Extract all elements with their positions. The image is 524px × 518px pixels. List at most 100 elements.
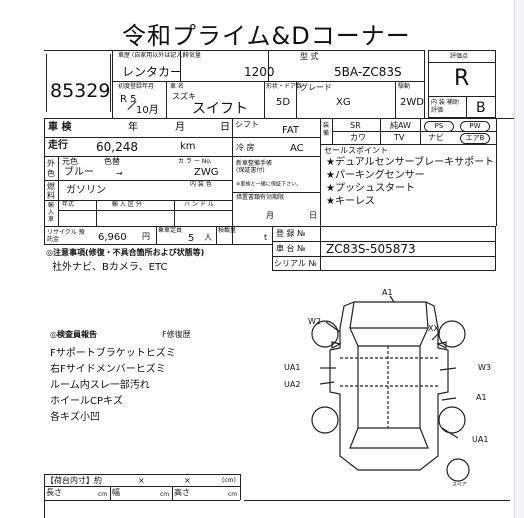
hr <box>58 210 232 211</box>
equip-navi: ナビ <box>428 133 444 142</box>
color-no-label: カ ラ ー No. <box>178 158 212 165</box>
first-reg-label: 初度登録年月 <box>118 83 155 90</box>
door-value: 5D <box>276 97 291 108</box>
sales-point-1: ★デュアルセンサーブレーキサポート <box>326 157 495 168</box>
label-a1-right: A1 <box>476 393 487 402</box>
inspection-label: 車 検 <box>48 122 72 133</box>
inspector-item-1: Fサポートブラケットヒズミ <box>50 348 176 359</box>
equip-aw: 純AW <box>390 121 411 130</box>
score-box <box>428 50 496 118</box>
vr <box>112 50 113 118</box>
score-label: 評価点 <box>450 53 469 60</box>
history-value: レンタカー <box>122 65 183 79</box>
hr <box>232 192 320 193</box>
grade-value: XG <box>336 97 351 108</box>
hr <box>44 226 232 227</box>
recycle-value: 6,960 <box>98 232 127 243</box>
vr <box>420 118 421 144</box>
vr <box>424 50 425 118</box>
inspector-item-5: 各キズ小凹 <box>50 412 100 423</box>
reg-label: 登 録 № <box>276 229 306 238</box>
interior-value: B <box>476 100 486 116</box>
chassis-label: 車 台 № <box>276 244 306 253</box>
car-name-label: 車 名 <box>170 83 184 90</box>
equipment-label: 装備 <box>323 122 330 137</box>
import-type-label: 輸 入 区 分 <box>112 201 142 208</box>
page-title: 令和プライム&Dコーナー <box>122 22 411 50</box>
cargo-unit: (cm) <box>222 477 236 484</box>
vr <box>156 226 157 244</box>
hr <box>44 118 524 119</box>
import-year-label: 年式 <box>62 201 75 208</box>
first-reg-month: 10月 <box>136 105 159 116</box>
capacity-value: 5 <box>188 233 195 244</box>
fuel-label: 燃 料 <box>47 182 55 200</box>
first-reg-era: R 5 <box>120 94 137 105</box>
vr <box>268 50 269 81</box>
equip-kawa: カワ <box>350 133 366 142</box>
equip-ps: PS <box>424 121 454 132</box>
vr <box>320 118 321 226</box>
serial-label: シリアル № <box>274 259 317 268</box>
car-name: スイフト <box>192 101 248 117</box>
hr <box>272 256 496 257</box>
hr <box>332 131 496 132</box>
vr <box>320 226 321 271</box>
wheel-front-right <box>438 320 466 348</box>
vr <box>296 81 297 118</box>
drive-value: 2WD <box>400 97 424 108</box>
vr <box>166 81 167 118</box>
hr <box>244 500 510 501</box>
fuel-value: ガソリン <box>66 185 106 196</box>
color-change-label: 色替 <box>104 157 120 166</box>
vr <box>58 156 59 226</box>
hr <box>428 62 496 63</box>
capacity-unit: 人 <box>204 233 212 242</box>
mileage-label: 走行 <box>48 140 68 151</box>
bracket <box>46 54 47 112</box>
car-damage-diagram: A1 W2 XX UA1 UA2 W3 A1 UA1 スペア <box>284 288 491 488</box>
cargo-width-unit: cm <box>160 491 170 498</box>
ac-label: 冷 房 <box>236 143 255 152</box>
sales-point-2: ★パーキングセンサー <box>326 170 425 181</box>
load-label: 積載量 <box>218 227 237 234</box>
vr <box>264 81 265 118</box>
inspector-item-3: ルーム内スレ一部汚れ <box>50 380 150 391</box>
cargo-x2: × <box>184 476 191 485</box>
label-spare: スペア <box>452 482 467 488</box>
wheel-rear-left <box>311 406 339 434</box>
shift-value: FAT <box>282 125 300 136</box>
vr <box>174 200 175 226</box>
hr <box>428 96 496 97</box>
label-w3: W3 <box>478 363 491 372</box>
vr <box>232 118 233 244</box>
hr <box>44 137 232 138</box>
inspector-label: ◎検査員報告 <box>50 330 97 339</box>
color-label: 外 色 <box>47 159 55 178</box>
spare-wheel <box>446 458 470 482</box>
cargo-label: 【荷台内寸】約 <box>46 476 102 485</box>
notes-label: ◎注意事項(修復・不具合箇所および状態等) <box>46 248 205 257</box>
hr <box>44 180 232 181</box>
maker: スズキ <box>172 92 196 101</box>
vr <box>44 474 45 518</box>
interior-color-label: 内 装 色 <box>190 181 212 188</box>
label-a1-top: A1 <box>382 288 393 297</box>
hr <box>320 144 496 145</box>
hr <box>44 50 424 51</box>
vr <box>466 96 467 118</box>
vr <box>496 118 497 226</box>
hr <box>112 81 424 82</box>
inspector-item-2: 右Fサイドメンバーヒズミ <box>50 364 166 375</box>
grade-label: グレード <box>300 83 332 92</box>
hr <box>44 474 240 475</box>
cargo-height-unit: cm <box>228 491 238 498</box>
vr <box>395 81 396 118</box>
capacity-label: 乗車定員 <box>158 227 183 234</box>
vr <box>44 226 45 244</box>
vr <box>380 118 381 144</box>
vr <box>216 226 217 244</box>
equip-airbag: エアB <box>460 133 490 144</box>
notes-value: 社外ナビ、Bカメラ、ETC <box>52 262 168 273</box>
cargo-length-unit: cm <box>98 491 108 498</box>
